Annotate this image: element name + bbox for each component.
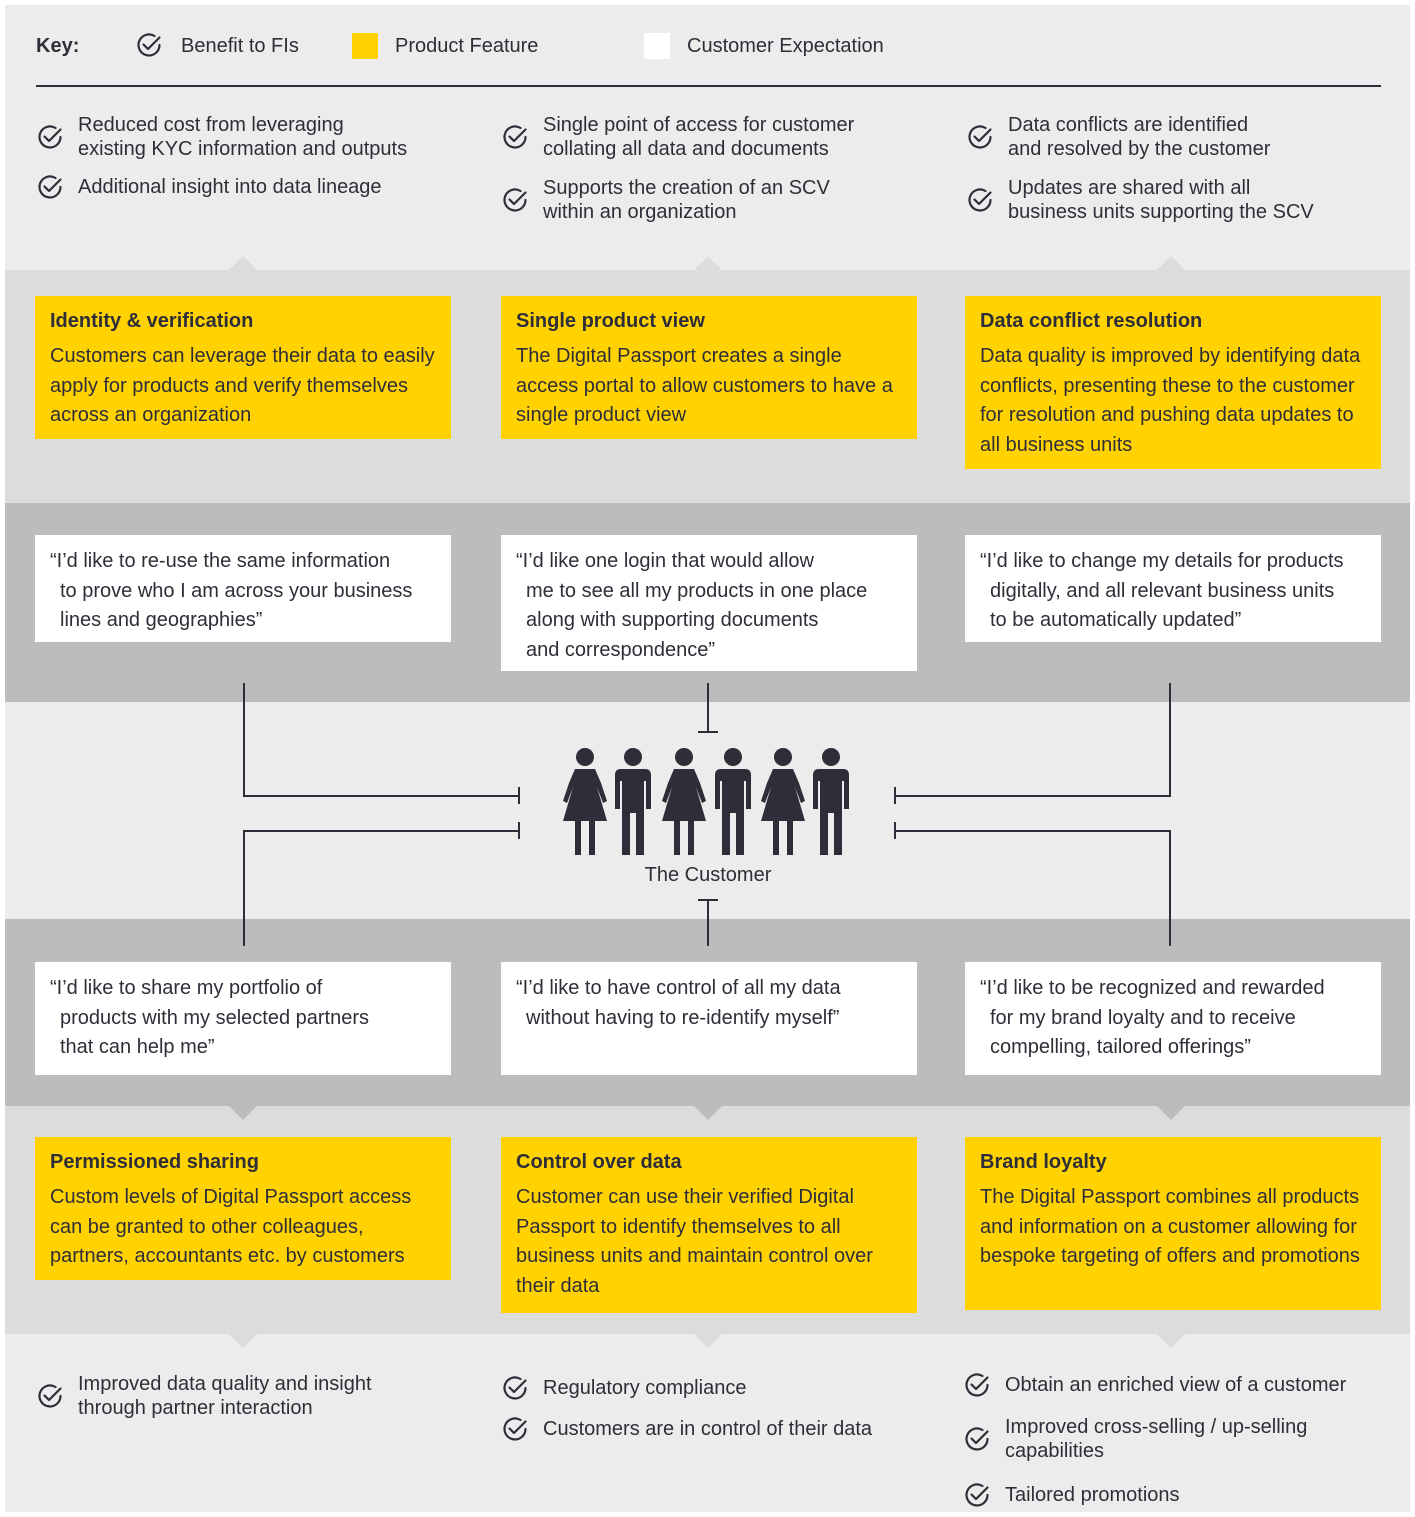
bottom-benefits-band xyxy=(5,1334,1410,1512)
legend-title: Key: xyxy=(36,35,80,57)
feature-title: Identity & verification xyxy=(50,310,254,332)
benefit-item: Improved data quality and insight throug… xyxy=(34,1371,372,1421)
feature-text: The Digital Passport combines all produc… xyxy=(980,1186,1360,1267)
feature-text: Customers can leverage their data to eas… xyxy=(50,345,435,426)
benefit-text: Regulatory compliance xyxy=(543,1377,747,1399)
arrow-notch xyxy=(1157,489,1185,503)
benefit-item: Tailored promotions xyxy=(961,1480,1180,1510)
feature-card: Brand loyalty The Digital Passport combi… xyxy=(965,1137,1381,1310)
check-circle-icon xyxy=(137,33,161,57)
legend-expectation-label: Customer Expectation xyxy=(687,35,884,57)
feature-title: Brand loyalty xyxy=(980,1151,1107,1173)
legend-divider xyxy=(36,85,1381,87)
feature-card: Single product view The Digital Passport… xyxy=(501,296,917,439)
arrow-notch xyxy=(694,1106,722,1120)
feature-card: Identity & verification Customers can le… xyxy=(35,296,451,439)
quote-text: “I’d like to share my portfolio of produ… xyxy=(50,977,370,1058)
benefit-text: Customers are in control of their data xyxy=(543,1418,873,1440)
people-group-icon xyxy=(563,748,849,855)
benefit-text: Data conflicts are identified and resolv… xyxy=(1008,114,1271,160)
check-circle-icon xyxy=(968,188,992,212)
quote-text: “I’d like one login that would allow me … xyxy=(516,550,868,661)
customer-expectation-quote: “I’d like to have control of all my data… xyxy=(501,962,917,1075)
check-circle-icon xyxy=(503,188,527,212)
customer-expectation-quote: “I’d like to change my details for produ… xyxy=(965,535,1381,642)
benefit-item: Data conflicts are identified and resolv… xyxy=(964,112,1270,162)
feature-card: Data conflict resolution Data quality is… xyxy=(965,296,1381,469)
check-circle-icon xyxy=(965,1483,989,1507)
arrow-notch xyxy=(1157,1106,1185,1120)
check-circle-icon xyxy=(503,125,527,149)
benefit-text: Reduced cost from leveraging existing KY… xyxy=(78,114,408,160)
benefit-text: Tailored promotions xyxy=(1005,1484,1180,1506)
feature-title: Control over data xyxy=(516,1151,682,1173)
check-circle-icon xyxy=(968,125,992,149)
legend-feature-label: Product Feature xyxy=(395,35,539,57)
feature-text: Customer can use their verified Digital … xyxy=(516,1186,873,1297)
legend-feature-swatch xyxy=(352,33,378,59)
benefit-item: Supports the creation of an SCV within a… xyxy=(499,175,830,225)
check-circle-icon xyxy=(38,125,62,149)
arrow-notch xyxy=(694,489,722,503)
check-circle-icon xyxy=(38,1384,62,1408)
check-circle-icon xyxy=(965,1373,989,1397)
benefit-item: Single point of access for customer coll… xyxy=(499,112,854,162)
arrow-notch xyxy=(1157,1334,1185,1348)
check-circle-icon xyxy=(965,1427,989,1451)
benefit-text: Improved data quality and insight throug… xyxy=(78,1373,372,1419)
benefit-item: Customers are in control of their data xyxy=(499,1414,872,1444)
check-circle-icon xyxy=(503,1376,527,1400)
quote-text: “I’d like to be recognized and rewarded … xyxy=(980,977,1325,1058)
benefit-text: Single point of access for customer coll… xyxy=(543,114,855,160)
feature-text: The Digital Passport creates a single ac… xyxy=(516,345,893,426)
benefit-item: Improved cross-selling / up-selling capa… xyxy=(961,1414,1307,1464)
customer-label: The Customer xyxy=(644,864,772,886)
customer-expectation-quote: “I’d like to share my portfolio of produ… xyxy=(35,962,451,1075)
check-circle-icon xyxy=(503,1417,527,1441)
arrow-notch xyxy=(229,1106,257,1120)
customer-expectation-quote: “I’d like to re-use the same information… xyxy=(35,535,451,642)
benefit-item: Updates are shared with all business uni… xyxy=(964,175,1314,225)
feature-text: Data quality is improved by identifying … xyxy=(980,345,1361,456)
feature-title: Permissioned sharing xyxy=(50,1151,259,1173)
feature-title: Data conflict resolution xyxy=(980,310,1203,332)
legend-benefit-label: Benefit to FIs xyxy=(181,35,299,57)
check-circle-icon xyxy=(38,175,62,199)
quote-text: “I’d like to re-use the same information… xyxy=(50,550,413,631)
quote-text: “I’d like to change my details for produ… xyxy=(980,550,1344,631)
quote-text: “I’d like to have control of all my data… xyxy=(516,977,841,1029)
legend-expectation-swatch xyxy=(644,33,670,59)
feature-card: Permissioned sharing Custom levels of Di… xyxy=(35,1137,451,1280)
arrow-notch xyxy=(1157,256,1185,270)
arrow-notch xyxy=(229,489,257,503)
benefit-item: Additional insight into data lineage xyxy=(34,172,382,202)
benefit-text: Updates are shared with all business uni… xyxy=(1008,177,1314,223)
benefit-text: Additional insight into data lineage xyxy=(78,176,382,198)
benefit-text: Supports the creation of an SCV within a… xyxy=(543,177,830,223)
customer-expectation-quote: “I’d like one login that would allow me … xyxy=(501,535,917,671)
benefit-item: Obtain an enriched view of a customer xyxy=(961,1370,1346,1400)
key-and-top-benefits-band xyxy=(5,5,1410,270)
arrow-notch xyxy=(229,256,257,270)
benefit-item: Regulatory compliance xyxy=(499,1373,746,1403)
benefit-text: Improved cross-selling / up-selling capa… xyxy=(1005,1416,1308,1462)
arrow-notch xyxy=(694,1334,722,1348)
feature-title: Single product view xyxy=(516,310,705,332)
arrow-notch xyxy=(694,256,722,270)
feature-text: Custom levels of Digital Passport access… xyxy=(50,1186,412,1267)
customer-expectation-quote: “I’d like to be recognized and rewarded … xyxy=(965,962,1381,1075)
legend: Key: Benefit to FIs Product Feature Cust… xyxy=(36,30,1381,64)
benefit-text: Obtain an enriched view of a customer xyxy=(1005,1374,1347,1396)
feature-card: Control over data Customer can use their… xyxy=(501,1137,917,1313)
customer-band xyxy=(5,702,1410,919)
benefit-item: Reduced cost from leveraging existing KY… xyxy=(34,112,407,162)
arrow-notch xyxy=(229,1334,257,1348)
